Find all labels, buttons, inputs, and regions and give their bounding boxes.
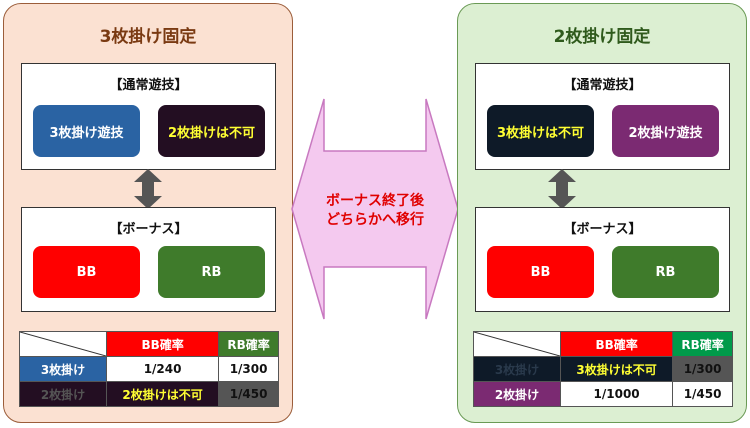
- right-probability-table: BB確率 RB確率 3枚掛け 3枚掛けは不可 1/300 2枚掛け 1/1000…: [473, 331, 733, 407]
- table-cell-bb: 2枚掛けは不可: [105, 381, 220, 407]
- table-row: 3枚掛け 1/240 1/300: [19, 356, 279, 382]
- table-cell-rb: 1/300: [218, 356, 279, 382]
- diagonal-line-icon: [474, 332, 560, 356]
- table-row: BB確率 RB確率: [473, 331, 733, 357]
- left-rb-button[interactable]: RB: [158, 246, 265, 298]
- right-2-coin-play-button[interactable]: 2枚掛け遊技: [612, 105, 719, 157]
- right-panel-title: 2枚掛け固定: [553, 27, 651, 47]
- left-panel: 3枚掛け固定 【通常遊技】 3枚掛け遊技 2枚掛けは不可 【ボーナス】 BB R…: [3, 3, 293, 423]
- left-updown-arrow-icon: [134, 169, 162, 209]
- right-normal-play-box: 【通常遊技】 3枚掛けは不可 2枚掛け遊技: [475, 63, 730, 170]
- table-corner-cell: [19, 331, 107, 357]
- right-panel: 2枚掛け固定 【通常遊技】 3枚掛けは不可 2枚掛け遊技 【ボーナス】 BB R…: [457, 3, 747, 423]
- table-row-label: 2枚掛け: [473, 381, 561, 407]
- table-cell-bb: 3枚掛けは不可: [559, 356, 674, 382]
- table-header-bb: BB確率: [559, 331, 674, 357]
- transition-text-line2: どちらかへ移行: [326, 212, 424, 228]
- table-corner-cell: [473, 331, 561, 357]
- table-header-bb: BB確率: [105, 331, 220, 357]
- transition-text-line1: ボーナス終了後: [326, 193, 424, 209]
- table-header-rb: RB確率: [218, 331, 279, 357]
- left-normal-play-heading: 【通常遊技】: [109, 78, 188, 93]
- table-row-label: 3枚掛け: [19, 356, 107, 382]
- table-cell-rb: 1/300: [672, 356, 733, 382]
- table-cell-rb: 1/450: [218, 381, 279, 407]
- right-updown-arrow-icon: [548, 169, 576, 209]
- table-row: BB確率 RB確率: [19, 331, 279, 357]
- left-bonus-box: 【ボーナス】 BB RB: [21, 207, 276, 312]
- left-3-coin-play-button[interactable]: 3枚掛け遊技: [33, 105, 140, 157]
- table-header-rb: RB確率: [672, 331, 733, 357]
- table-cell-bb: 1/240: [105, 356, 220, 382]
- left-bb-button[interactable]: BB: [33, 246, 140, 298]
- left-normal-play-box: 【通常遊技】 3枚掛け遊技 2枚掛けは不可: [21, 63, 276, 170]
- table-row-label: 3枚掛け: [473, 356, 561, 382]
- table-row: 3枚掛け 3枚掛けは不可 1/300: [473, 356, 733, 382]
- right-normal-play-heading: 【通常遊技】: [563, 78, 642, 93]
- right-3-coin-disabled-button[interactable]: 3枚掛けは不可: [487, 105, 594, 157]
- table-row: 2枚掛け 1/1000 1/450: [473, 381, 733, 407]
- right-bonus-box: 【ボーナス】 BB RB: [475, 207, 730, 312]
- table-row-label: 2枚掛け: [19, 381, 107, 407]
- left-probability-table: BB確率 RB確率 3枚掛け 1/240 1/300 2枚掛け 2枚掛けは不可 …: [19, 331, 279, 407]
- diagonal-line-icon: [20, 332, 106, 356]
- right-bonus-heading: 【ボーナス】: [563, 222, 642, 237]
- table-cell-rb: 1/450: [672, 381, 733, 407]
- table-cell-bb: 1/1000: [559, 381, 674, 407]
- left-bonus-heading: 【ボーナス】: [109, 222, 188, 237]
- left-2-coin-disabled-button[interactable]: 2枚掛けは不可: [158, 105, 265, 157]
- table-row: 2枚掛け 2枚掛けは不可 1/450: [19, 381, 279, 407]
- right-rb-button[interactable]: RB: [612, 246, 719, 298]
- left-panel-title: 3枚掛け固定: [99, 27, 197, 47]
- right-bb-button[interactable]: BB: [487, 246, 594, 298]
